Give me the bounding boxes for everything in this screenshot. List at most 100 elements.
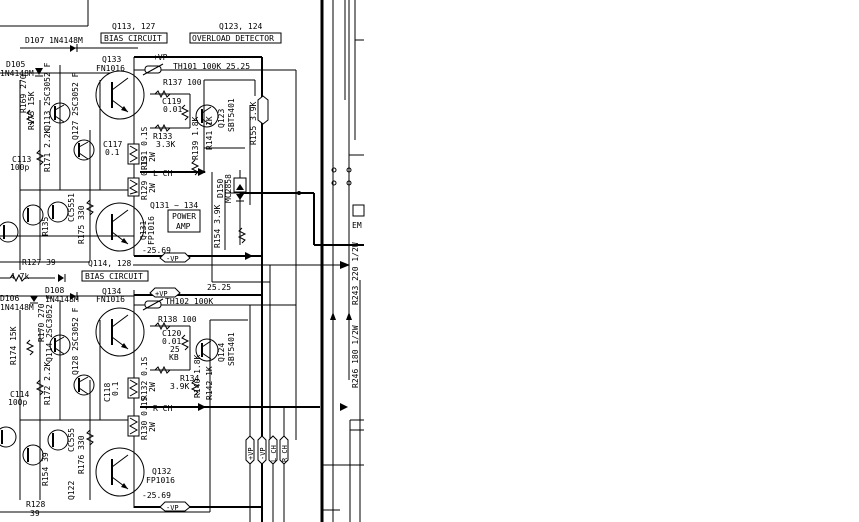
label-r170: R170 270 bbox=[37, 303, 46, 342]
label-c113: C113 bbox=[12, 155, 31, 164]
power-amp-box bbox=[167, 209, 201, 233]
label-d108-type: 1N4148M bbox=[45, 295, 79, 304]
diode-d105 bbox=[35, 68, 43, 77]
label-q133-type: FN1016 bbox=[96, 64, 125, 73]
label-power: POWER bbox=[172, 212, 196, 221]
label-bus-vp1: +VP bbox=[247, 447, 255, 460]
transistor-q120 bbox=[22, 444, 44, 466]
label-r135: R135 bbox=[41, 217, 50, 236]
label-r128: R128 bbox=[26, 500, 45, 509]
label-q128: Q128 2SC3052 F bbox=[71, 307, 80, 375]
tag-vp-vertical-top bbox=[257, 95, 269, 125]
label-q127: Q127 2SC3052 F bbox=[71, 72, 80, 140]
transistor-q123 bbox=[195, 104, 219, 128]
tag-neg-vp-top bbox=[159, 252, 191, 263]
label-vp-top: +VP bbox=[153, 53, 168, 62]
resistor-zigzags-top bbox=[25, 89, 247, 244]
diode-d150 bbox=[233, 177, 247, 202]
label-r172: R172 2.2K bbox=[43, 361, 52, 405]
bias-circuit-box-bot bbox=[81, 270, 149, 282]
label-c120: C120 bbox=[162, 329, 181, 338]
label-vp-minus-top: -VP bbox=[166, 255, 179, 263]
label-q134-type: FN1016 bbox=[96, 295, 125, 304]
transistor-q133 bbox=[95, 70, 145, 120]
label-d105-type: 1N4148M bbox=[0, 69, 34, 78]
transistor-q111 bbox=[0, 221, 19, 243]
label-kb: KB bbox=[169, 353, 179, 362]
transistor-q124 bbox=[195, 338, 219, 362]
label-c114-val: 100p bbox=[8, 398, 27, 407]
bias-circuit-box-top bbox=[100, 32, 168, 44]
resistor-r129 bbox=[127, 177, 140, 197]
label-r173: R173 15K bbox=[27, 91, 36, 130]
label-r171: R171 2.2K bbox=[43, 128, 52, 172]
label-c119: C119 bbox=[162, 97, 181, 106]
label-r133-val: 3.3K bbox=[156, 140, 175, 149]
right-section bbox=[298, 0, 365, 522]
label-d107: D107 1N4148M bbox=[25, 36, 83, 45]
resistor-zigzags-bot bbox=[25, 321, 200, 446]
label-neg-vp-top: -25.69 bbox=[142, 246, 171, 255]
label-lch: L CH bbox=[153, 169, 172, 178]
label-q132-type: FP1016 bbox=[146, 476, 175, 485]
transistor-q128 bbox=[73, 374, 95, 396]
label-r174: R174 15K bbox=[9, 326, 18, 365]
label-r141: R141 1K bbox=[205, 116, 214, 150]
transistor-q132 bbox=[95, 447, 145, 497]
label-r131-w: 2W bbox=[148, 152, 157, 162]
label-q114-128: Q114, 128 bbox=[88, 259, 132, 268]
label-vp-mid: +VP bbox=[155, 290, 168, 298]
label-c114: C114 bbox=[10, 390, 29, 399]
label-q131: Q131 bbox=[139, 221, 148, 240]
label-d106: D106 bbox=[0, 294, 19, 303]
transistor-q134 bbox=[95, 307, 145, 357]
transistor-q122 bbox=[47, 429, 69, 451]
label-r175: R175 330 bbox=[77, 205, 86, 244]
label-th102: TH102 100K bbox=[165, 297, 213, 306]
label-q131-type: FP1016 bbox=[147, 216, 156, 245]
label-q124: Q124 bbox=[217, 343, 226, 362]
label-d150: D150 bbox=[216, 179, 225, 198]
label-q113: Q113 2SC3052 F bbox=[43, 62, 52, 130]
transistor-q127 bbox=[73, 139, 95, 161]
label-r131: R131 0.1S bbox=[140, 126, 149, 170]
label-q114: Q114 2SC3052 F bbox=[45, 294, 54, 362]
label-d108: D108 bbox=[45, 286, 64, 295]
label-amp: AMP bbox=[176, 222, 191, 231]
label-q131-134: Q131 ~ 134 bbox=[150, 201, 198, 210]
label-r139: R139 1.8K bbox=[191, 116, 200, 160]
thermistor-th102 bbox=[142, 298, 164, 311]
label-d105: D105 bbox=[6, 60, 25, 69]
label-q123-type: SBT5401 bbox=[227, 98, 236, 132]
label-r129: R129 0.1S bbox=[140, 156, 149, 200]
label-th101: TH101 100K 25.25 bbox=[173, 62, 250, 71]
label-r169: R169 270 bbox=[19, 74, 28, 113]
label-r138: R138 100 bbox=[158, 315, 197, 324]
diode-d106 bbox=[30, 296, 38, 304]
overload-detector-box bbox=[189, 32, 282, 44]
label-q122: Q122 bbox=[67, 481, 76, 500]
label-bus-vp2: -VP bbox=[259, 447, 267, 460]
label-q134: Q134 bbox=[102, 287, 121, 296]
label-bus-rch: R CH bbox=[281, 445, 289, 462]
label-r140: R140 1.8K bbox=[193, 354, 202, 398]
resistor-r131 bbox=[127, 143, 140, 165]
transistor-q114 bbox=[49, 334, 71, 356]
label-cc5551: CC5551 bbox=[67, 193, 76, 222]
label-r246: R246 180 1/2W bbox=[351, 325, 360, 388]
label-r154: R154 3.9K bbox=[213, 204, 222, 248]
label-c117-val: 0.1 bbox=[105, 148, 120, 157]
label-r134-val: 3.9K bbox=[170, 382, 189, 391]
transistor-q135 bbox=[22, 204, 44, 226]
transistor-q113 bbox=[49, 102, 71, 124]
label-r129-w: 2W bbox=[148, 183, 157, 193]
label-r154b: R154 39 bbox=[41, 452, 50, 486]
tag-neg-vp-bot bbox=[159, 501, 191, 512]
label-r155: R155 3.9K bbox=[249, 101, 258, 145]
label-r128-val: 39 bbox=[30, 509, 40, 518]
label-c120-val: 0.01 bbox=[162, 337, 181, 346]
label-q113-127: Q113, 127 bbox=[112, 22, 156, 31]
transistor-q118 bbox=[0, 426, 17, 448]
bottom-channel-wires bbox=[0, 290, 320, 513]
